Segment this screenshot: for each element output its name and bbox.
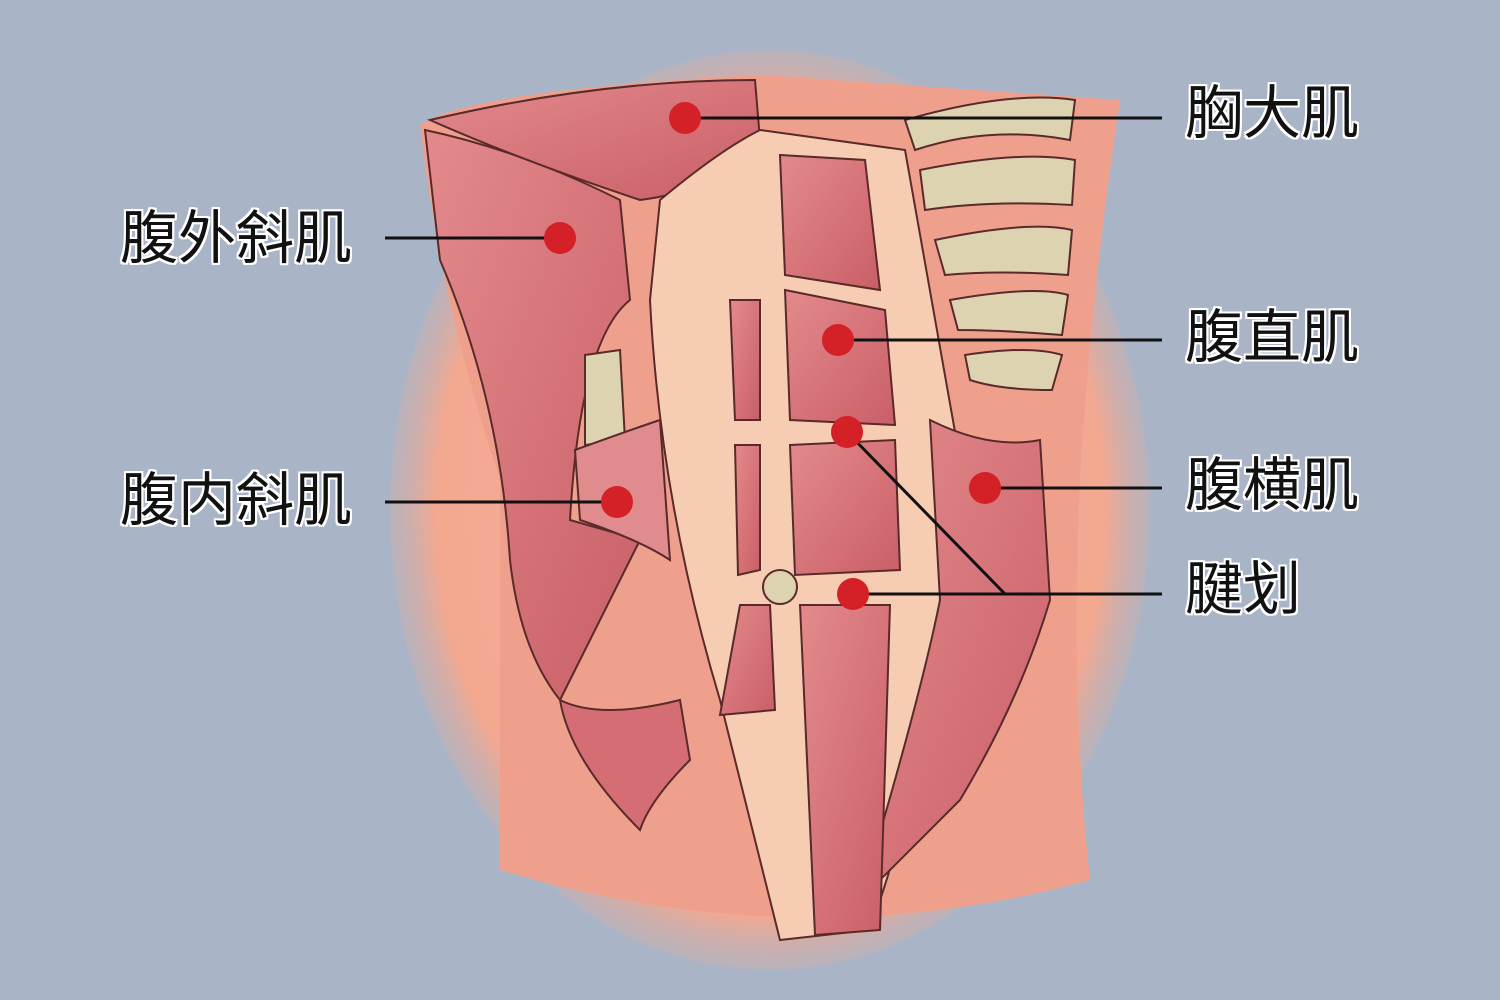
rib-cage (584, 96, 1077, 447)
label-transversus-abdominis: 腹横肌 (1185, 451, 1360, 519)
leader-line-tendinous-intersection-upper (845, 430, 1007, 596)
label-tendinous-intersection: 腱划 (1185, 555, 1302, 623)
external-oblique-muscle (423, 128, 692, 832)
marker-internal-oblique (601, 486, 633, 518)
label-internal-oblique: 腹内斜肌 (120, 466, 353, 534)
marker-tendinous-intersection-upper (831, 416, 863, 448)
transversus-abdominis-muscle (859, 418, 1052, 901)
navel (762, 569, 798, 605)
label-rectus-abdominis: 腹直肌 (1185, 303, 1360, 371)
label-pectoralis-major: 胸大肌 (1185, 79, 1360, 147)
marker-external-oblique (544, 222, 576, 254)
marker-transversus-abdominis (969, 472, 1001, 504)
label-external-oblique: 腹外斜肌 (120, 204, 353, 272)
marker-tendinous-intersection (837, 578, 869, 610)
marker-rectus-abdominis (822, 324, 854, 356)
marker-pectoralis-major (669, 102, 701, 134)
rectus-abdominis-muscle (718, 153, 902, 937)
